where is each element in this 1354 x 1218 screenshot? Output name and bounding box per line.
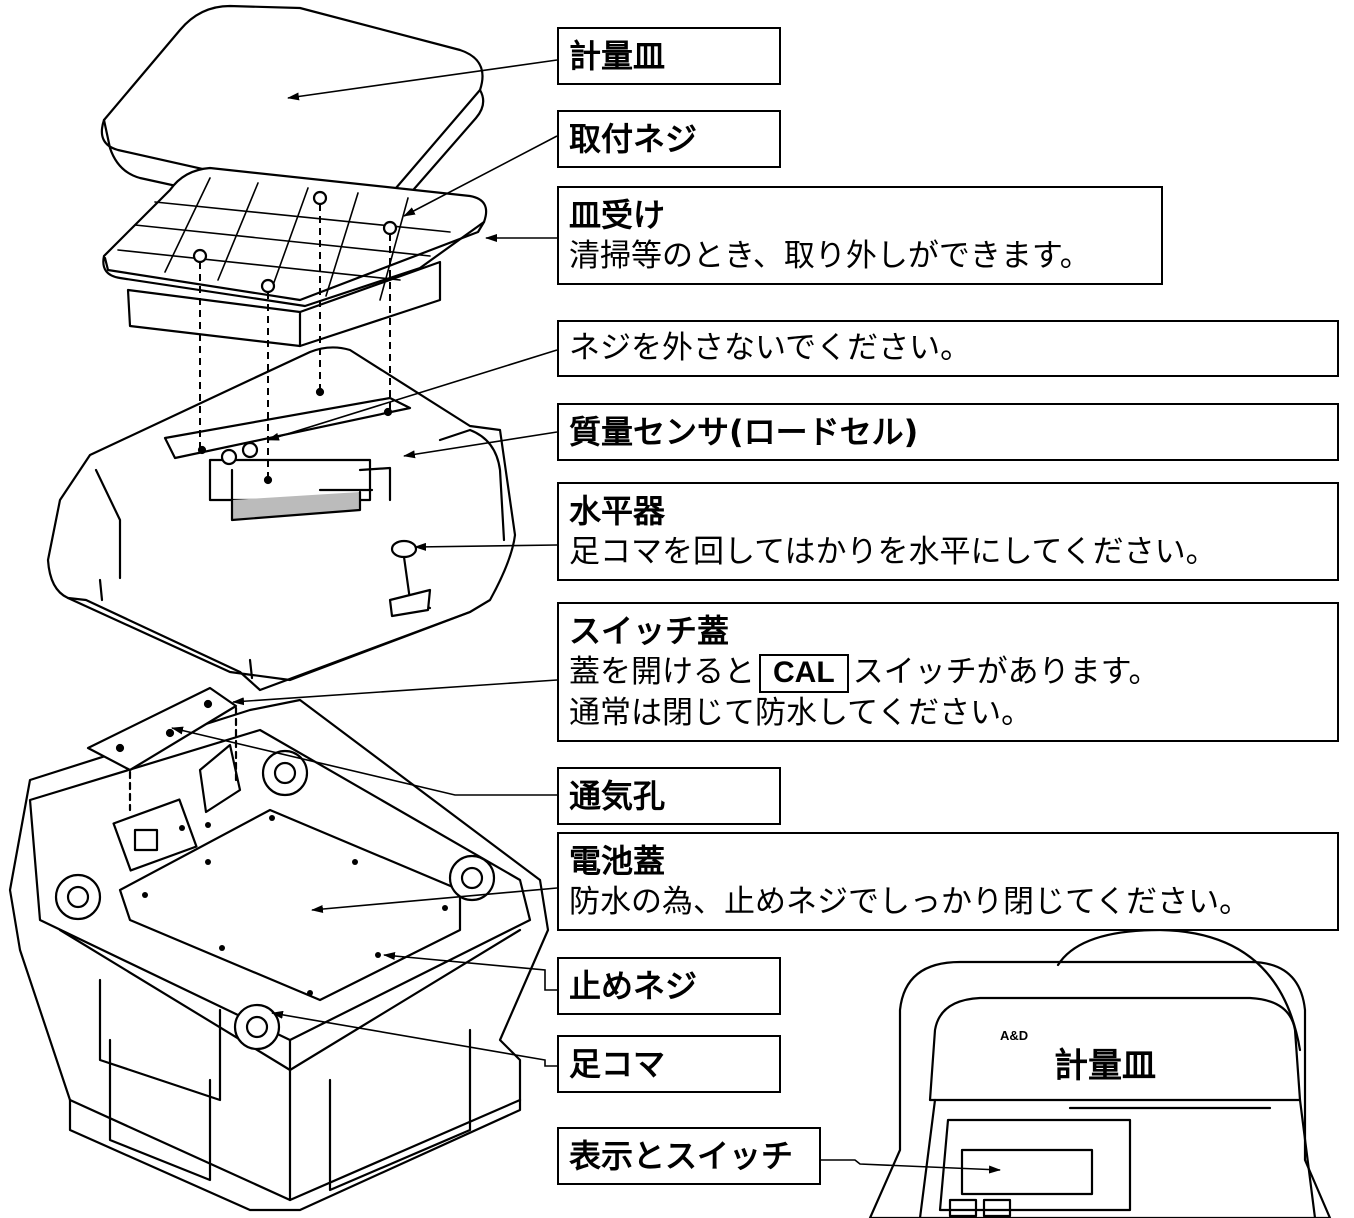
leader-lines: [171, 59, 1001, 1174]
label-battery-cover-title: 電池蓋: [569, 842, 666, 880]
switch-cover-desc-before: 蓋を開けると: [569, 654, 755, 691]
label-pan-support-title: 皿受け: [569, 196, 666, 234]
label-do-not-remove: ネジを外さないでください。: [557, 320, 1339, 377]
label-load-cell: 質量センサ(ロードセル): [557, 403, 1339, 462]
label-vent-title: 通気孔: [569, 777, 666, 815]
label-pan-support-desc: 清掃等のとき、取り外しができます。: [569, 238, 1091, 275]
label-pan-title: 計量皿: [569, 37, 666, 75]
label-fix-screw-title: 止めネジ: [569, 967, 698, 1005]
label-battery-cover-desc: 防水の為、止めネジでしっかり閉じてください。: [569, 884, 1251, 921]
label-foot-title: 足コマ: [569, 1045, 666, 1083]
label-pan-front: 計量皿: [1054, 1046, 1156, 1086]
label-foot: 足コマ: [557, 1035, 781, 1094]
pan-support-drawing: [102, 166, 488, 348]
label-level: 水平器 足コマを回してはかりを水平にしてください。: [557, 482, 1339, 582]
label-display-switch: 表示とスイッチ: [557, 1127, 821, 1186]
label-display-switch-title: 表示とスイッチ: [569, 1137, 794, 1175]
label-pan: 計量皿: [557, 27, 781, 86]
label-battery-cover: 電池蓋 防水の為、止めネジでしっかり閉じてください。: [557, 832, 1339, 932]
label-level-desc: 足コマを回してはかりを水平にしてください。: [569, 534, 1217, 571]
scale-body-drawing: [46, 346, 517, 692]
label-pan-support: 皿受け 清掃等のとき、取り外しができます。: [557, 186, 1163, 286]
label-screw: 取付ネジ: [557, 110, 781, 169]
label-load-cell-title: 質量センサ(ロードセル): [569, 413, 919, 451]
switch-cover-desc-after: スイッチがあります。: [852, 654, 1160, 691]
bottom-view-drawing: [8, 686, 550, 1212]
label-fix-screw: 止めネジ: [557, 957, 781, 1016]
label-screw-title: 取付ネジ: [569, 120, 698, 158]
label-vent: 通気孔: [557, 767, 781, 826]
front-view-drawing: [868, 928, 1332, 1218]
cal-key: CAL: [759, 654, 849, 693]
brand-mark: A&D: [1000, 1028, 1028, 1043]
label-do-not-remove-text: ネジを外さないでください。: [569, 330, 972, 366]
label-level-title: 水平器: [569, 492, 666, 530]
label-switch-cover-title: スイッチ蓋: [569, 612, 730, 650]
label-switch-cover-line2: 通常は閉じて防水してください。: [569, 695, 1033, 732]
